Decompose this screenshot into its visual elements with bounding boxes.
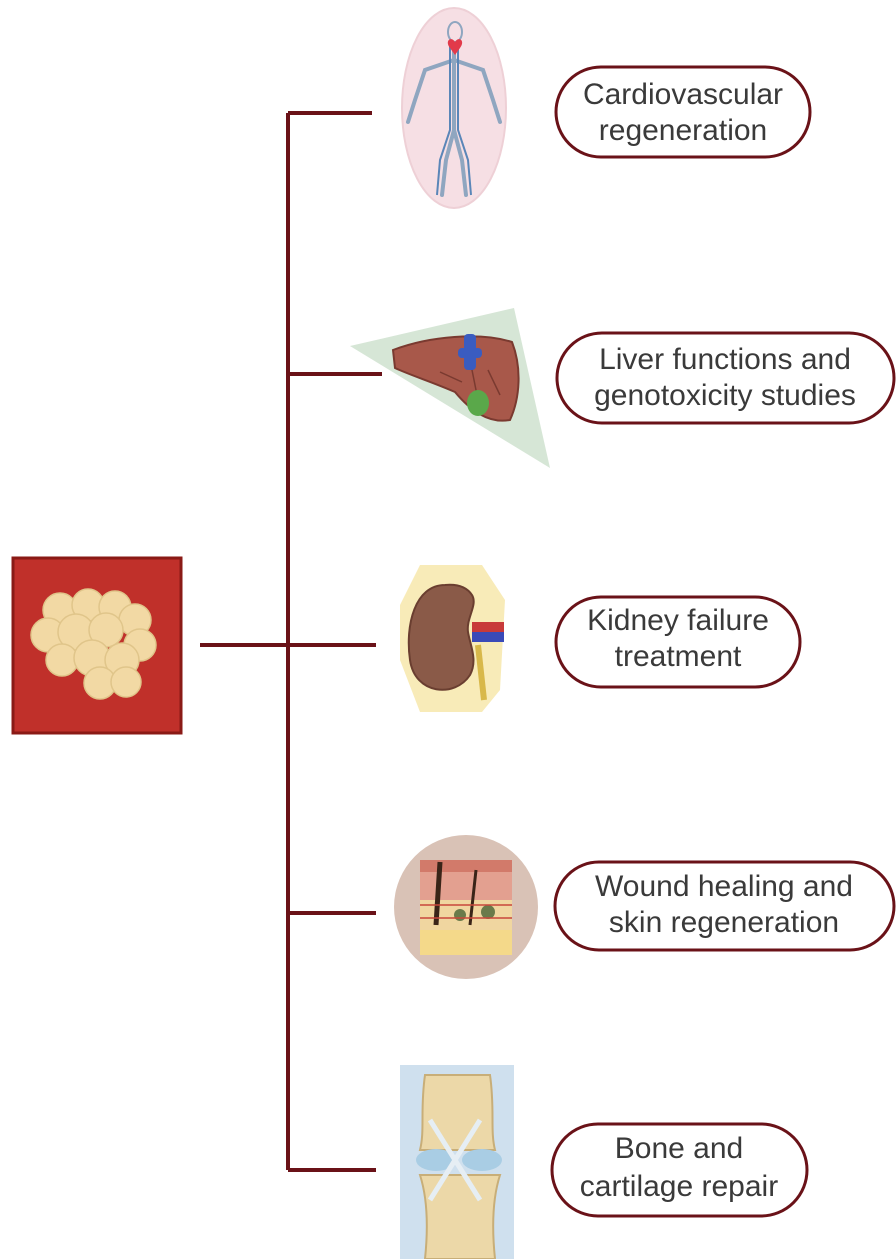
pill-skin-line-1: Wound healing and (595, 870, 853, 903)
pill-kidney-line-2: treatment (615, 640, 742, 673)
pill-kidney: Kidney failure treatment (556, 597, 800, 687)
pill-bone-line-2: cartilage repair (580, 1170, 778, 1203)
pill-bone-line-1: Bone and (615, 1132, 743, 1165)
vascular-system-icon (402, 8, 506, 208)
liver-icon (350, 308, 550, 468)
skin-layers-icon (394, 835, 538, 979)
pill-liver-line-2: genotoxicity studies (594, 379, 856, 412)
pill-liver: Liver functions and genotoxicity studies (557, 333, 894, 423)
pill-bone: Bone and cartilage repair (552, 1124, 807, 1216)
connector-tree (200, 113, 382, 1170)
knee-joint-icon (400, 1065, 514, 1259)
pill-liver-line-1: Liver functions and (599, 343, 851, 376)
pill-kidney-line-1: Kidney failure (587, 604, 769, 637)
pill-skin: Wound healing and skin regeneration (555, 862, 894, 950)
source-cell-box (13, 558, 181, 733)
kidney-icon (400, 565, 505, 712)
pill-cardiovascular-line-1: Cardiovascular (583, 78, 783, 111)
pill-skin-line-2: skin regeneration (609, 906, 839, 939)
pill-cardiovascular: Cardiovascular regeneration (556, 67, 810, 157)
pill-cardiovascular-line-2: regeneration (599, 114, 767, 147)
